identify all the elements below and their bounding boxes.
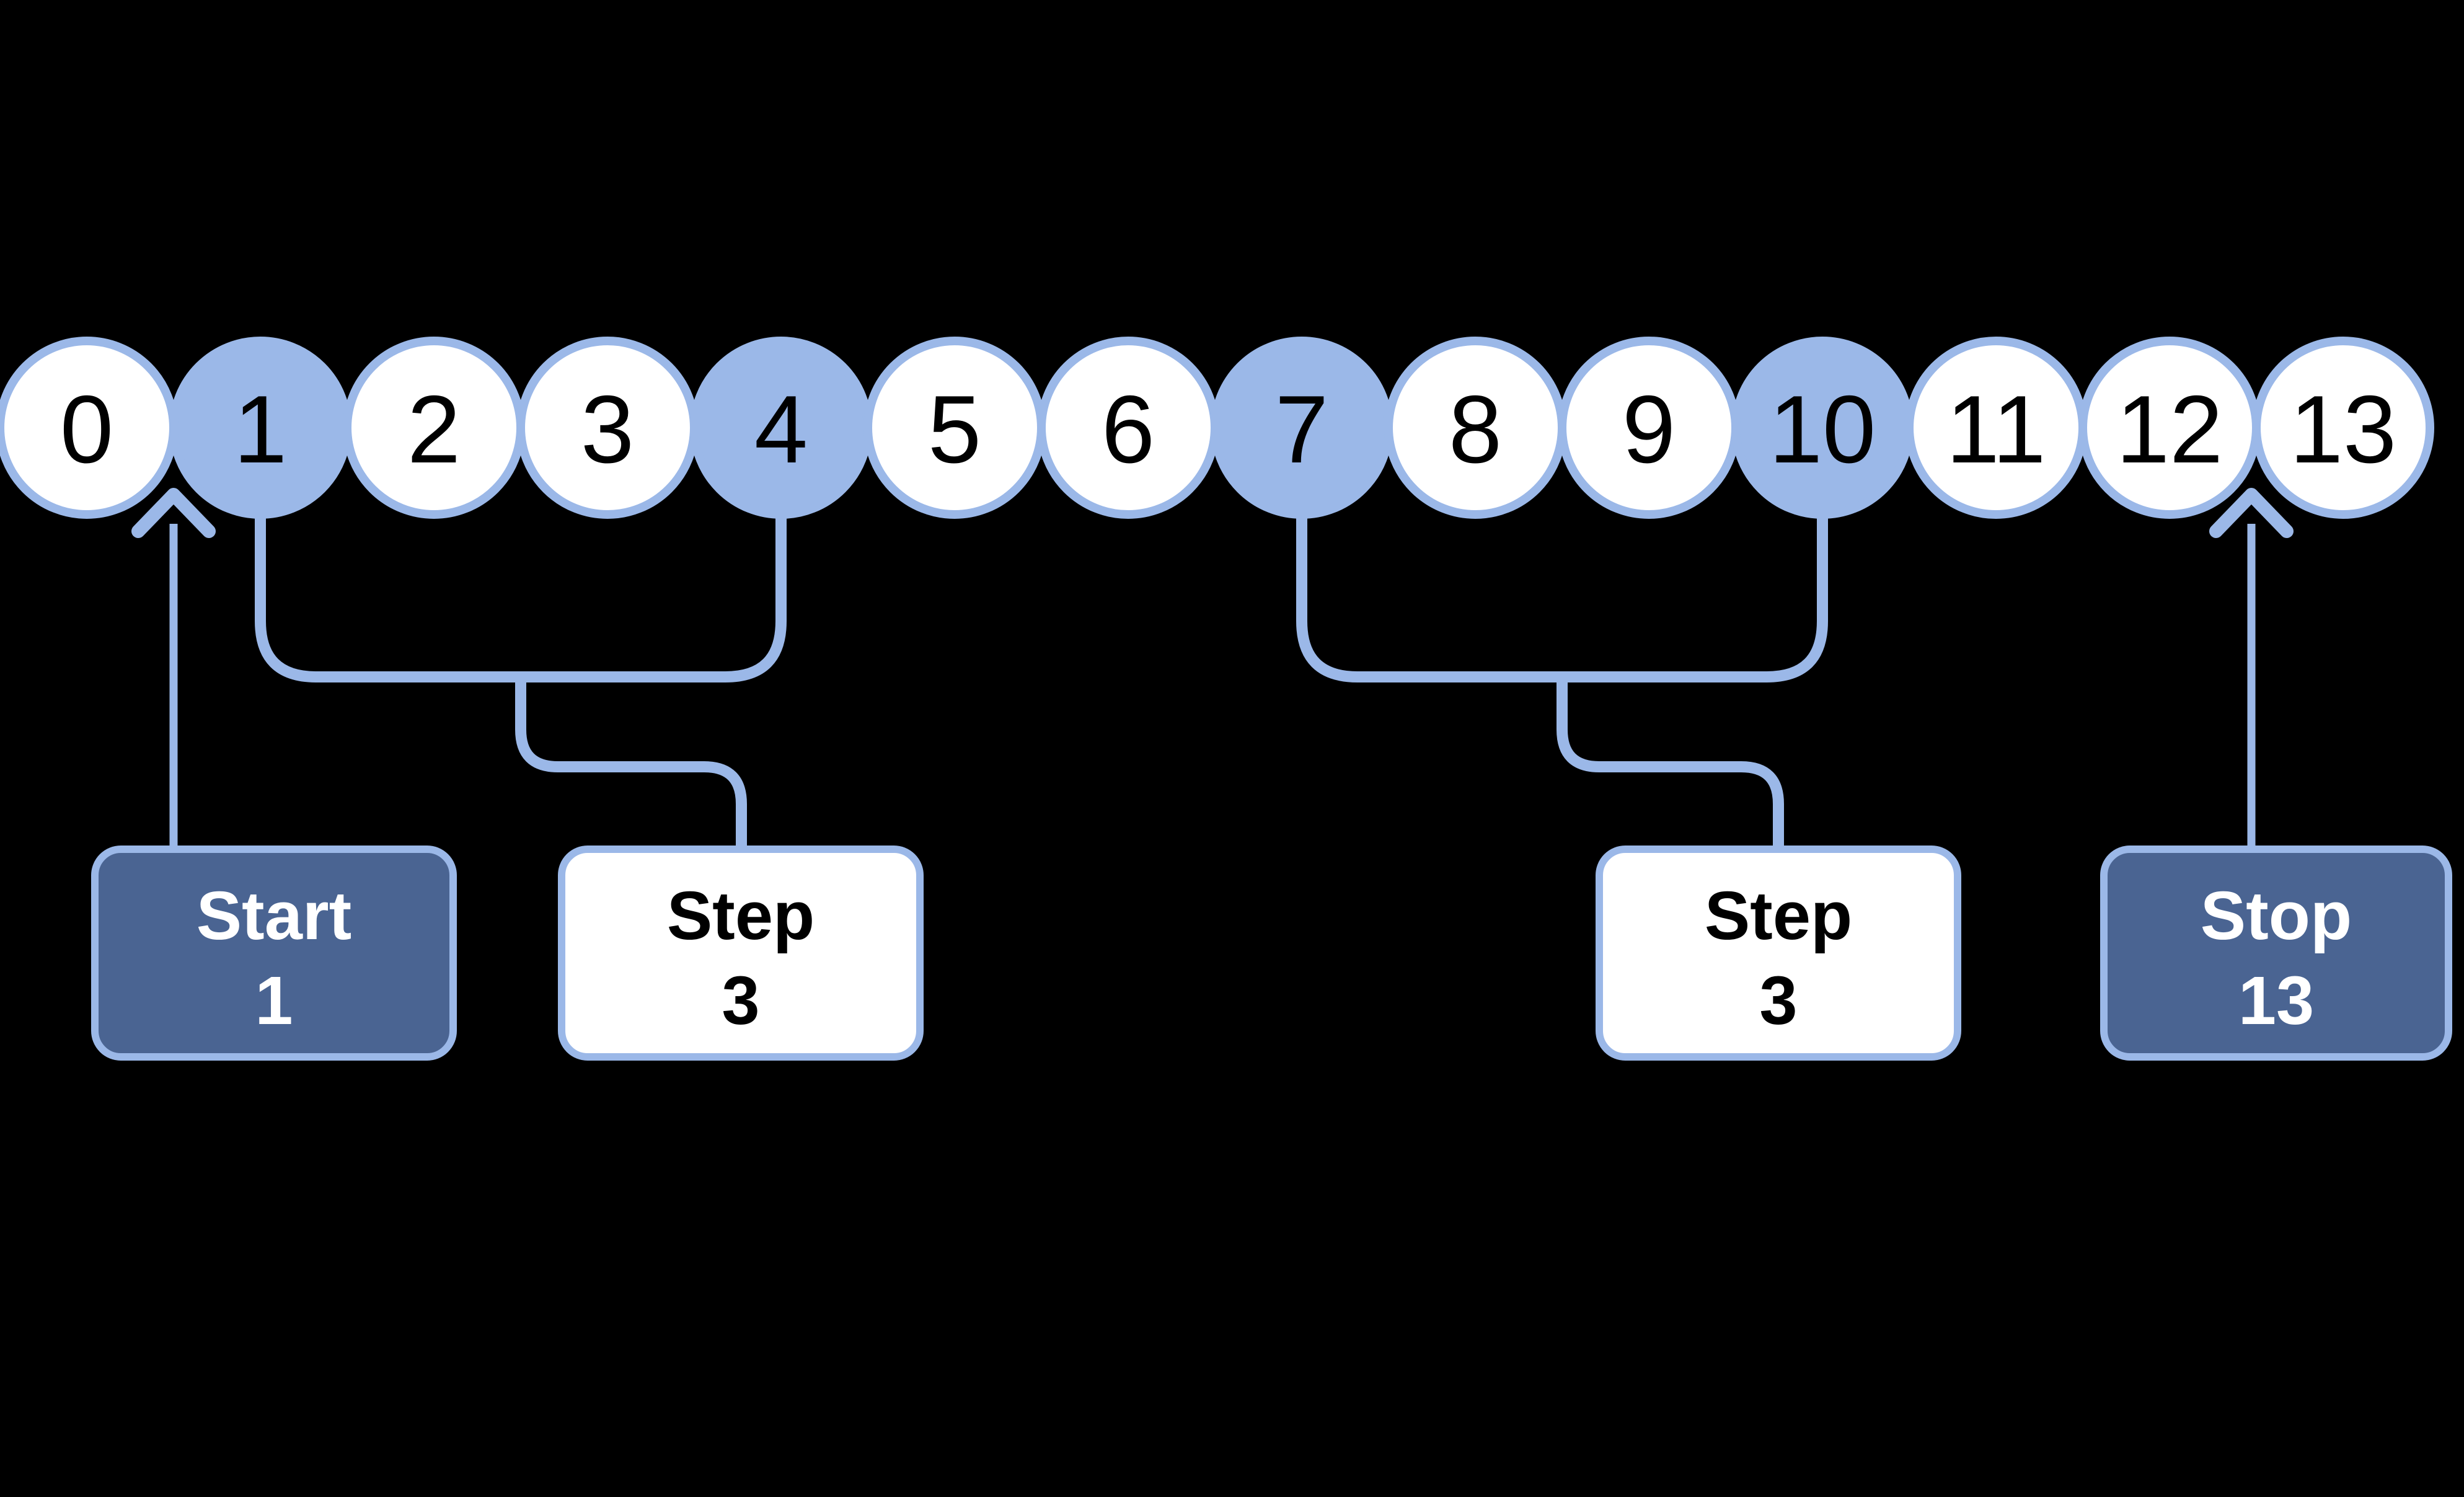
svg-text:12: 12	[2116, 376, 2223, 483]
arrow-up-icon	[131, 488, 216, 538]
number-circle-7: 7	[1211, 337, 1393, 519]
start-label-box: Start 1	[91, 846, 457, 1061]
svg-text:9: 9	[1622, 376, 1676, 483]
svg-text:4: 4	[754, 376, 808, 483]
step-left-value: 3	[722, 963, 759, 1039]
stop-label-value: 13	[2238, 963, 2314, 1039]
number-circle-13: 13	[2252, 337, 2434, 519]
stop-label-box: Stop 13	[2100, 846, 2452, 1061]
svg-text:3: 3	[581, 376, 634, 483]
number-circle-5: 5	[863, 337, 1046, 519]
number-line: 0 1 2 3 4 5 6 7 8 9 10 1	[0, 337, 2434, 519]
start-label-value: 1	[255, 963, 293, 1039]
svg-text:1: 1	[234, 376, 287, 483]
step-label-box-left: Step 3	[558, 846, 924, 1061]
number-circle-10: 10	[1731, 337, 1914, 519]
number-circle-12: 12	[2078, 337, 2261, 519]
number-circle-3: 3	[516, 337, 699, 519]
svg-text:0: 0	[60, 376, 113, 483]
number-circle-8: 8	[1384, 337, 1566, 519]
svg-text:8: 8	[1449, 376, 1502, 483]
number-circle-1: 1	[169, 337, 351, 519]
number-circle-4: 4	[690, 337, 872, 519]
number-circle-11: 11	[1905, 337, 2087, 519]
step-right-value: 3	[1759, 963, 1797, 1039]
number-circle-6: 6	[1037, 337, 1219, 519]
step-label-box-right: Step 3	[1596, 846, 1961, 1061]
svg-text:13: 13	[2290, 376, 2396, 483]
connector-branch-left	[515, 677, 747, 852]
step-left-title: Step	[667, 878, 815, 954]
svg-text:11: 11	[1946, 376, 2046, 483]
start-arrow	[131, 488, 216, 852]
svg-text:7: 7	[1275, 376, 1328, 483]
svg-text:2: 2	[407, 376, 461, 483]
step-right-title: Step	[1705, 878, 1852, 954]
connector-1-to-4	[255, 471, 787, 682]
svg-text:5: 5	[928, 376, 981, 483]
number-circle-2: 2	[343, 337, 525, 519]
start-label-title: Start	[197, 878, 352, 954]
stop-label-title: Stop	[2201, 878, 2352, 954]
arrow-up-icon	[2209, 488, 2294, 538]
svg-text:10: 10	[1769, 376, 1876, 483]
svg-text:6: 6	[1102, 376, 1155, 483]
connector-branch-right	[1557, 677, 1784, 852]
number-circle-9: 9	[1558, 337, 1740, 519]
number-circle-0: 0	[0, 337, 178, 519]
stop-arrow	[2209, 488, 2294, 852]
connector-7-to-10	[1296, 471, 1828, 682]
